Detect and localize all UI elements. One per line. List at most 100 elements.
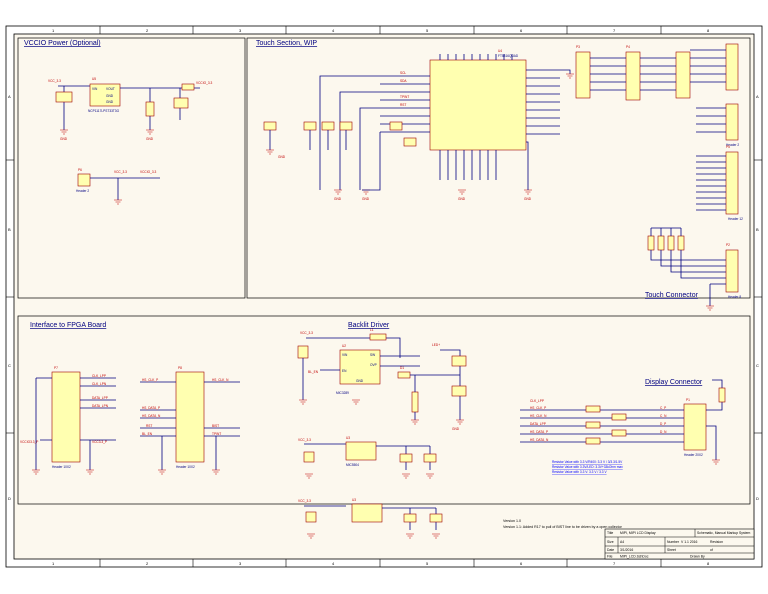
gnd-symbol-p7-right [86, 469, 94, 475]
capacitor-u3-out2 [423, 453, 437, 463]
p2-part-name: Header 8 [728, 295, 741, 299]
section-title-touch-connector: Touch Connector [645, 292, 699, 299]
connector-p8 [175, 371, 205, 463]
drawn-label: Drawn By [690, 555, 705, 559]
u3-part-name: MIC5504 [346, 463, 359, 467]
gnd-symbol-p6 [114, 199, 122, 205]
l1-designator: L1 [370, 328, 374, 332]
gnd-label-2: GND [146, 137, 154, 141]
resistor-t2 [657, 235, 665, 251]
row-label-d: D [8, 496, 11, 501]
outer-frame [5, 25, 763, 568]
u4-net-sda: SDA [400, 79, 407, 83]
net-hs-data-n: HS_DATA_N [142, 414, 161, 418]
p3-designator: P3 [576, 45, 580, 49]
row-label-a: A [8, 94, 11, 99]
net-vccio-p: VCCIO3.3_P [20, 440, 38, 444]
resistor-t1 [647, 235, 655, 251]
connector-p4b [675, 51, 691, 99]
gnd-label-t4: GND [458, 197, 466, 201]
gnd-symbol-p8-right [212, 469, 220, 475]
gnd-symbol-b1 [299, 399, 307, 405]
touch-circuit: U4 FT5316QUAD SCL SDA TPINT RST GND GND … [263, 43, 743, 311]
connector-header2 [725, 103, 739, 141]
u2-pin-ovp: OVP [370, 363, 377, 367]
resistor-d4 [611, 413, 627, 421]
u2-pin-gnd: GND [356, 379, 364, 383]
u5-pin-vout: VOUT [106, 87, 115, 91]
version-note-2: Version 1.1: Added R17 to pull of BIST l… [503, 525, 623, 529]
p4-designator: P4 [626, 45, 630, 49]
vccio-power-circuit: VCC_3.3 U5 VIN VOUT GND GND NCP1117LPST3… [48, 77, 213, 205]
col-label-1-bottom: 1 [52, 561, 55, 566]
connector-p7 [51, 371, 81, 463]
section-title-vccio: VCCIO Power (Optional) [24, 40, 101, 47]
col-label-8: 8 [707, 28, 710, 33]
gnd-symbol-u4-right [566, 73, 574, 79]
u3b-designator: U3 [352, 498, 356, 502]
file-label: File [607, 555, 613, 559]
net-tpint-fpga: TPINT [212, 432, 221, 436]
display-connector-circuit: P1 Header 20X2 CLK_LPP HS_CLK_P HS_CLK_N… [520, 379, 726, 474]
net-vccio-out: VCCIO_3.3 [196, 81, 213, 85]
gnd-label-t3: GND [362, 197, 370, 201]
section-title-display: Display Connector [645, 379, 703, 386]
backlit-net-bl-en: BL_EN [308, 370, 319, 374]
u4-net-rst: RST [400, 103, 406, 107]
net-clk-lpp: CLK_LPP [92, 374, 106, 378]
u2-pin-sw: SW [370, 353, 375, 357]
title-subtitle: Schematic, Manual Markup System [697, 531, 751, 535]
resistor-d2 [585, 421, 601, 429]
resistor-note-2: Resistor Value with 3.3V/LED: 3.3V+33kOh… [552, 465, 623, 469]
u5-part-name: NCP1117LPST33T3G [88, 109, 120, 113]
col-label-6-bottom: 6 [520, 561, 523, 566]
u2-designator: U2 [342, 344, 346, 348]
connector-p5-top [725, 43, 739, 91]
backlit-net-vcc: VCC_3.3 [300, 331, 313, 335]
resistor-t4 [677, 235, 685, 251]
resistor-r-set [411, 391, 419, 413]
col-label-8-bottom: 8 [707, 561, 710, 566]
resistor-r-out [181, 83, 195, 91]
p6-net-vccio: VCCIO_3.3 [140, 170, 157, 174]
backlight-driver-u2 [339, 349, 381, 385]
sheet-value: of [710, 548, 713, 552]
row-label-d-right: D [756, 496, 759, 501]
net-vcc-p: VCC3.3_P [92, 440, 107, 444]
col-label-4-bottom: 4 [332, 561, 335, 566]
resistor-note-1: Resistor Value with 3.3 V/R400: 3.3 V / … [552, 460, 623, 464]
disp-net-c-p: C_P [660, 406, 666, 410]
vccio-section-frame [17, 37, 246, 299]
version-note-1: Version 1.0 [503, 519, 521, 523]
connector-p3 [575, 51, 591, 99]
section-title-backlit: Backlit Driver [348, 322, 390, 329]
col-label-2-bottom: 2 [146, 561, 149, 566]
capacitor-u3-in [303, 451, 315, 463]
drawing-area [13, 33, 755, 560]
disp-net-hs-clk-n: HS_CLK_N [530, 414, 547, 418]
capacitor-c-in [55, 91, 73, 103]
u5-pin-gnd2: GND [106, 100, 114, 104]
capacitor-c19 [451, 355, 467, 367]
revision-label: Revision [710, 540, 723, 544]
connector-p4 [625, 51, 641, 101]
disp-net-clk-lpp: CLK_LPP [530, 399, 544, 403]
fpga-interface-circuit: P7 Header 10X2 CLK_LPP CLK_LPN DATA_LPP … [20, 366, 240, 475]
row-label-b: B [8, 227, 11, 232]
number-value: V 1.1 2016 [681, 540, 698, 544]
capacitor-u3-out [399, 453, 413, 463]
capacitor-c20 [451, 385, 467, 397]
p6-designator: P6 [78, 168, 82, 172]
capacitor-c-out [173, 97, 189, 109]
p5-part-name: Header 12 [728, 217, 743, 221]
section-title-touch: Touch Section, WIP [256, 40, 317, 47]
gnd-symbol-2 [146, 129, 154, 135]
p1-part-name: Header 20X2 [684, 453, 703, 457]
title-block: Title MIPI, MIPI LCD Display Schematic, … [604, 528, 755, 560]
gnd-label-t5: GND [524, 197, 532, 201]
col-label-4: 4 [332, 28, 335, 33]
file-value: MIPI_LCD.SchDoc [620, 555, 649, 559]
net-data-lpn: DATA_LPN [92, 404, 109, 408]
col-label-7-bottom: 7 [613, 561, 616, 566]
u4-net-tpint: TPINT [400, 95, 409, 99]
